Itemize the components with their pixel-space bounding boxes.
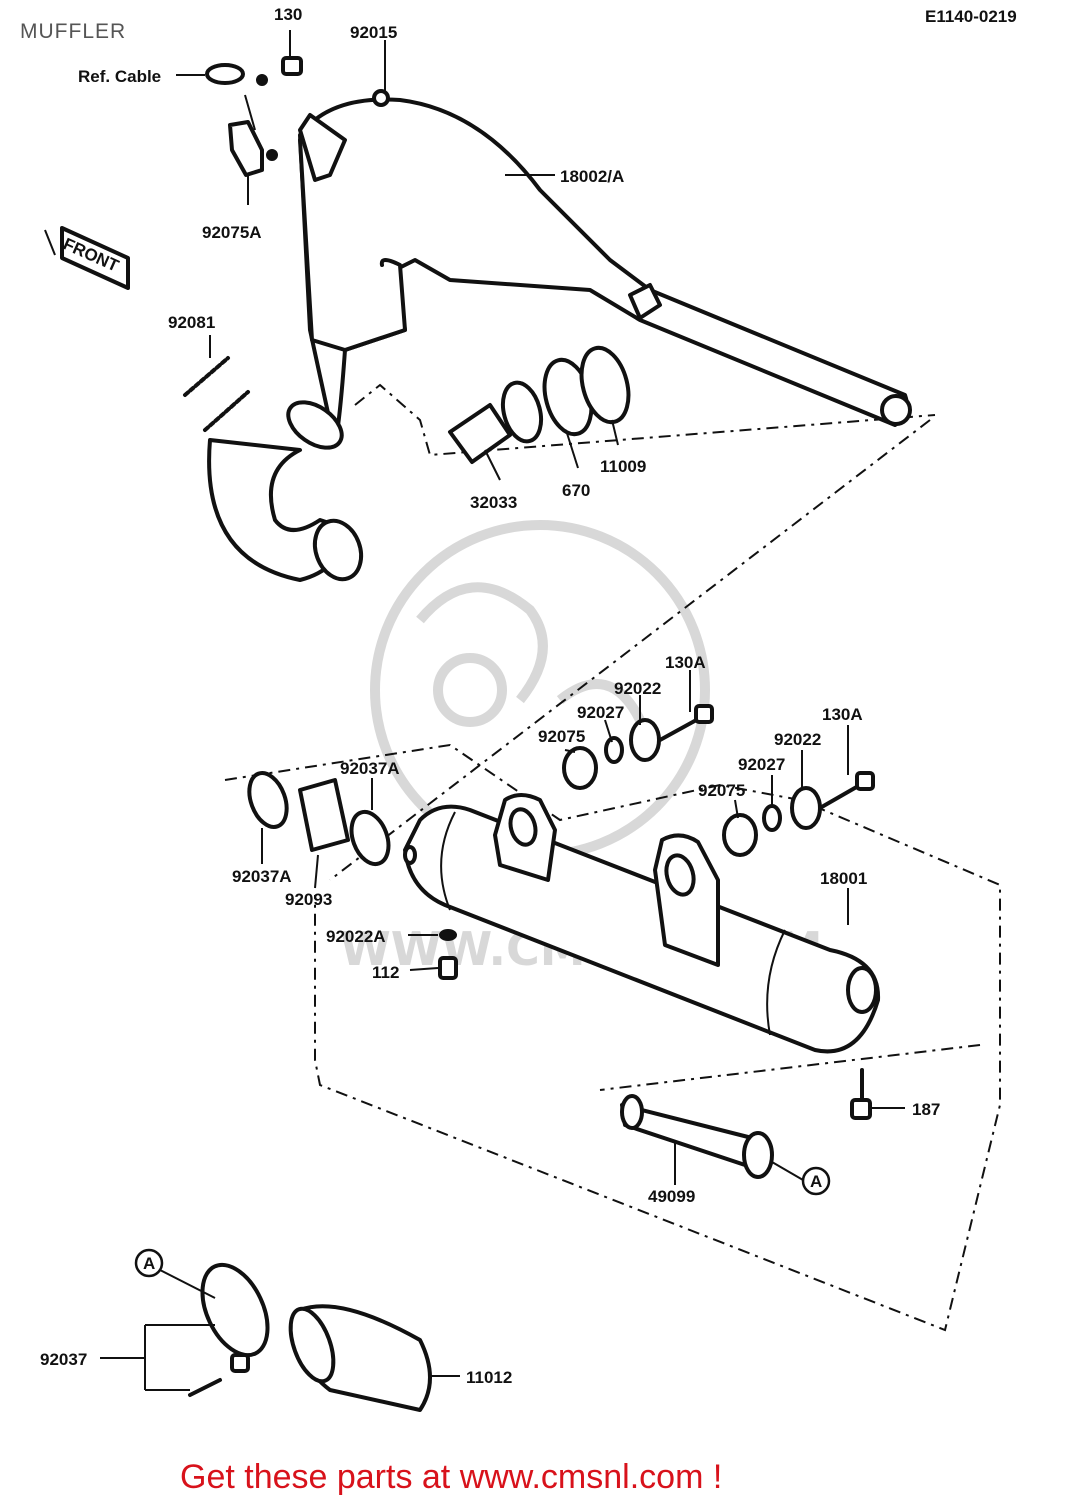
connector-clamps (247, 771, 417, 867)
springs (183, 356, 250, 432)
silencer-body (403, 793, 881, 1054)
assembly-line-upper (354, 383, 936, 457)
label-130a-1: 130A (665, 653, 706, 672)
label-92075-1: 92075 (538, 727, 585, 746)
label-92022-2: 92022 (774, 730, 821, 749)
label-92027-2: 92027 (738, 755, 785, 774)
reference-marker-a-2: A (134, 1248, 164, 1278)
svg-text:A: A (810, 1172, 822, 1191)
label-112: 112 (372, 963, 399, 982)
label-92037a-2: 92037A (232, 867, 292, 886)
label-130a-2: 130A (822, 705, 863, 724)
label-18002a: 18002/A (560, 167, 624, 186)
end-cap-assembly (188, 1262, 432, 1412)
label-92081: 92081 (168, 313, 215, 332)
part-labels: 130 92015 Ref. Cable 18002/A 92075A 9208… (40, 5, 940, 1387)
label-32033: 32033 (470, 493, 517, 512)
svg-text:A: A (143, 1254, 155, 1273)
page-title: MUFFLER (20, 20, 126, 43)
label-11009: 11009 (600, 457, 646, 476)
mount-hardware (562, 704, 875, 857)
diagram-code: E1140-0219 (925, 7, 1017, 26)
leader-lines (100, 30, 905, 1391)
label-92027-1: 92027 (577, 703, 624, 722)
tail-pipe (620, 1094, 774, 1179)
label-18001: 18001 (820, 869, 867, 888)
small-bolts (438, 929, 872, 1120)
label-670: 670 (562, 481, 590, 500)
assembly-line-end (599, 1044, 981, 1091)
label-92022-1: 92022 (614, 679, 661, 698)
label-92037: 92037 (40, 1350, 87, 1369)
footer-link-text[interactable]: Get these parts at www.cmsnl.com ! (180, 1458, 722, 1496)
label-92075a: 92075A (202, 223, 262, 242)
label-92075-2: 92075 (698, 781, 745, 800)
label-130: 130 (274, 5, 302, 24)
reference-marker-a-1: A (801, 1166, 831, 1196)
label-92015: 92015 (350, 23, 397, 42)
label-92037a-1: 92037A (340, 759, 400, 778)
assembly-line-mid (329, 419, 931, 881)
expansion-chamber (207, 97, 912, 582)
top-fasteners (205, 56, 390, 177)
pipe-gaskets (448, 345, 631, 464)
label-11012: 11012 (466, 1368, 512, 1387)
label-92093: 92093 (285, 890, 332, 909)
front-arrow: FRONT (44, 226, 130, 290)
label-187: 187 (912, 1100, 940, 1119)
label-92022a: 92022A (326, 927, 386, 946)
label-49099: 49099 (648, 1187, 695, 1206)
label-ref-cable: Ref. Cable (78, 67, 161, 86)
